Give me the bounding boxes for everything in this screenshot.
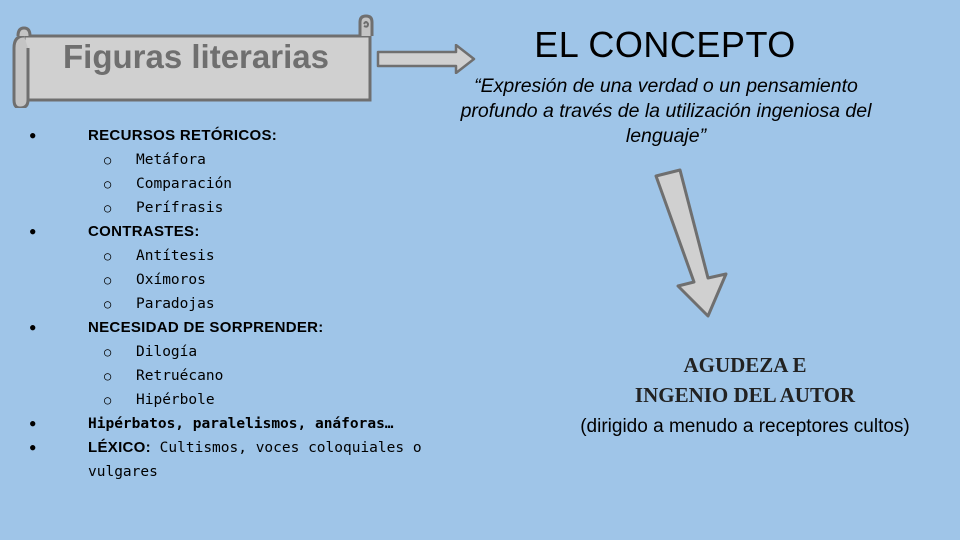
list-item: Hipérbatos, paralelismos, anáforas… bbox=[30, 412, 470, 436]
list-item-label: Hipérbatos, paralelismos, anáforas… bbox=[88, 416, 394, 432]
concept-definition: “Expresión de una verdad o un pensamient… bbox=[460, 75, 872, 147]
list-subitem: Dilogía bbox=[30, 340, 470, 364]
result-title: AGUDEZA E INGENIO DEL AUTOR bbox=[560, 350, 930, 410]
list-item: RECURSOS RETÓRICOS: bbox=[30, 124, 470, 148]
list-item-label: NECESIDAD DE SORPRENDER: bbox=[88, 319, 324, 336]
list-item-text: Cultismos, voces coloquiales o vulgares bbox=[88, 440, 422, 480]
list-item: LÉXICO: Cultismos, voces coloquiales o v… bbox=[30, 436, 470, 484]
scroll-title: Figuras literarias bbox=[63, 38, 329, 75]
result-title-line1: AGUDEZA E bbox=[683, 353, 807, 377]
list-subitem: Retruécano bbox=[30, 364, 470, 388]
list-item: NECESIDAD DE SORPRENDER: bbox=[30, 316, 470, 340]
concept-title: EL CONCEPTO bbox=[534, 24, 796, 65]
result-title-line2: INGENIO DEL AUTOR bbox=[634, 383, 856, 407]
arrow-right-icon bbox=[376, 44, 476, 74]
figures-list: RECURSOS RETÓRICOS: Metáfora Comparación… bbox=[30, 124, 470, 484]
result-subtitle: (dirigido a menudo a receptores cultos) bbox=[580, 416, 910, 437]
list-subitem: Oxímoros bbox=[30, 268, 470, 292]
list-subitem: Metáfora bbox=[30, 148, 470, 172]
list-item-label: CONTRASTES: bbox=[88, 223, 200, 240]
list-subitem: Antítesis bbox=[30, 244, 470, 268]
list-subitem: Comparación bbox=[30, 172, 470, 196]
scroll-banner bbox=[12, 14, 374, 108]
arrow-down-icon bbox=[654, 168, 728, 318]
list-subitem: Paradojas bbox=[30, 292, 470, 316]
list-item-label: RECURSOS RETÓRICOS: bbox=[88, 127, 278, 144]
list-item: CONTRASTES: bbox=[30, 220, 470, 244]
list-subitem: Hipérbole bbox=[30, 388, 470, 412]
list-item-label: LÉXICO: bbox=[88, 439, 151, 456]
list-subitem: Perífrasis bbox=[30, 196, 470, 220]
